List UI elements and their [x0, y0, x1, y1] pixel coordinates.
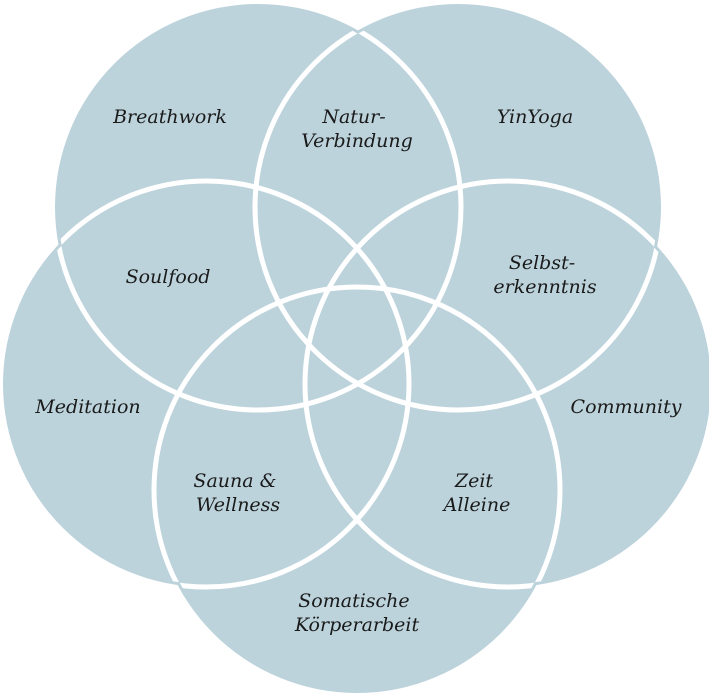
- label-somatische-line2: Körperarbeit: [294, 614, 420, 636]
- label-soulfood: Soulfood: [126, 266, 211, 288]
- label-community: Community: [571, 396, 682, 418]
- label-somatische-koerperarbeit: Somatische Körperarbeit: [294, 590, 420, 636]
- label-somatische-line1: Somatische: [298, 590, 409, 612]
- label-sauna-wellness: Sauna & Wellness: [193, 470, 282, 516]
- circle-outline-bottom: [151, 284, 563, 690]
- label-community-line1: Community: [571, 396, 682, 418]
- label-zeit-alleine: Zeit Alleine: [442, 470, 511, 516]
- label-selbst-line2: erkenntnis: [493, 276, 597, 298]
- label-zeit-line2: Alleine: [442, 494, 511, 516]
- label-meditation-line1: Meditation: [34, 396, 140, 418]
- label-natur-line1: Natur-: [321, 106, 385, 128]
- circle-outline-right: [302, 178, 708, 590]
- label-yinyoga-line1: YinYoga: [497, 106, 573, 128]
- label-natur-verbindung: Natur- Verbindung: [301, 106, 413, 152]
- label-zeit-line1: Zeit: [454, 470, 494, 492]
- label-meditation: Meditation: [34, 396, 140, 418]
- label-sauna-line1: Sauna &: [193, 470, 276, 492]
- label-breathwork-line1: Breathwork: [112, 106, 227, 128]
- label-selbsterkenntnis: Selbst- erkenntnis: [493, 252, 597, 298]
- label-soulfood-line1: Soulfood: [126, 266, 211, 288]
- label-sauna-line2: Wellness: [196, 494, 281, 516]
- circle-outline-left: [6, 178, 412, 590]
- label-yinyoga: YinYoga: [497, 106, 573, 128]
- circle-fills: [3, 4, 709, 693]
- circle-fill-bottom: [154, 287, 560, 693]
- label-selbst-line1: Selbst-: [509, 252, 575, 274]
- label-natur-line2: Verbindung: [301, 130, 413, 152]
- label-breathwork: Breathwork: [112, 106, 227, 128]
